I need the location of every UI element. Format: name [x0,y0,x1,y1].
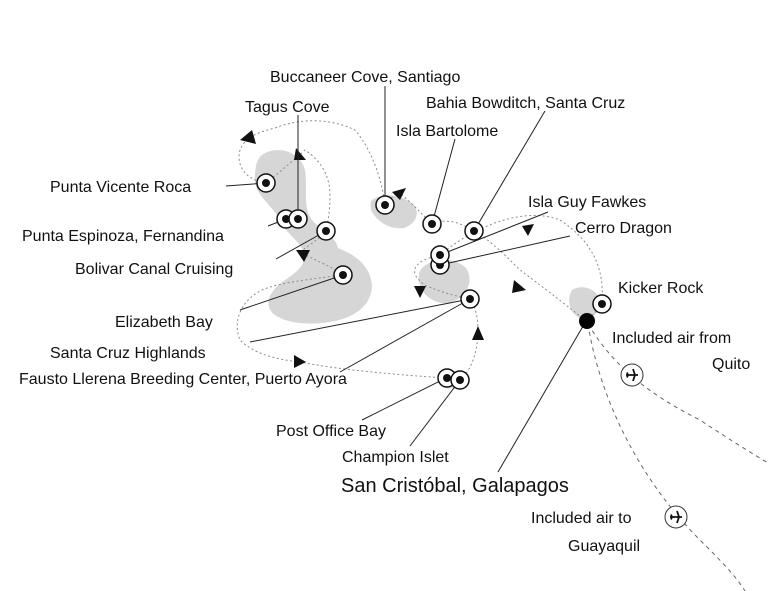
port-marker-icon[interactable] [375,195,395,215]
route-arrow-icon [414,286,426,298]
leader-line [409,379,461,447]
port-marker-icon[interactable] [288,209,308,229]
leader-line [249,298,471,343]
leader-line [497,320,587,473]
port-marker-icon[interactable] [316,221,336,241]
air-from-label-line1: Included air from [612,330,731,347]
route-arrow-icon [392,188,406,200]
port-label-postoffice: Post Office Bay [276,423,386,440]
port-label-fausto: Fausto Llerena Breeding Center, Puerto A… [19,371,347,388]
leader-line [339,298,471,373]
leader-line [431,138,456,225]
leader-line [439,235,571,266]
route-line [265,149,331,232]
port-label-kicker: Kicker Rock [618,280,704,297]
route-arrow-icon [294,148,306,160]
embarkation-label: San Cristóbal, Galapagos [341,475,569,497]
port-label-dragon: Cerro Dragon [575,220,672,237]
air-route-line [587,323,768,464]
port-marker-icon[interactable] [333,265,353,285]
port-label-tagus: Tagus Cove [245,99,330,116]
route-arrows [240,130,534,368]
port-marker-icon[interactable] [256,173,276,193]
island-san-cristobal [569,287,601,319]
port-marker-icon[interactable] [592,294,612,314]
port-label-highlands: Santa Cruz Highlands [50,345,206,362]
port-marker-icon[interactable] [460,289,480,309]
port-marker-icon[interactable] [430,245,450,265]
port-marker-icon[interactable] [464,221,484,241]
island-santa-cruz [418,259,470,304]
leader-line [439,211,549,256]
port-label-buccaneer: Buccaneer Cove, Santiago [270,69,460,86]
route-arrow-icon [472,326,484,340]
port-label-elizabeth: Elizabeth Bay [115,314,213,331]
air-routes [587,323,768,591]
air-route-line [587,323,746,591]
route-line [414,254,471,300]
air-to-label-line1: Included air to [531,510,632,527]
route-line [236,274,447,379]
port-marker-icon[interactable] [450,370,470,390]
route-arrow-icon [294,355,306,368]
port-marker-icon[interactable] [422,214,442,234]
route-arrow-icon [240,130,256,144]
port-labels: Buccaneer Cove, Santiago Bahia Bowditch,… [19,69,750,555]
leader-line [239,274,344,311]
port-label-bartolome: Isla Bartolome [396,123,498,140]
route-arrow-icon [522,224,534,236]
leader-line [361,377,447,421]
port-label-bahia: Bahia Bowditch, Santa Cruz [426,95,625,112]
air-to-label-line2: Guayaquil [568,538,640,555]
port-markers [256,173,612,390]
embarkation-marker-icon[interactable] [579,313,595,329]
route-line [238,120,386,206]
port-label-bolivar: Bolivar Canal Cruising [75,261,233,278]
airplane-icon [664,505,688,529]
air-from-label-line2: Quito [712,356,750,373]
port-label-guyfawkes: Isla Guy Fawkes [528,194,646,211]
route-line [585,303,603,322]
islands [255,150,601,389]
leader-lines [225,86,587,473]
airplane-icon [620,363,644,387]
route-arrow-icon [512,280,526,293]
port-label-espinoza: Punta Espinoza, Fernandina [22,228,224,245]
port-label-champion: Champion Islet [342,449,449,466]
port-label-vicente: Punta Vicente Roca [50,179,191,196]
leader-line [473,110,546,232]
route-arrow-icon [296,250,310,262]
